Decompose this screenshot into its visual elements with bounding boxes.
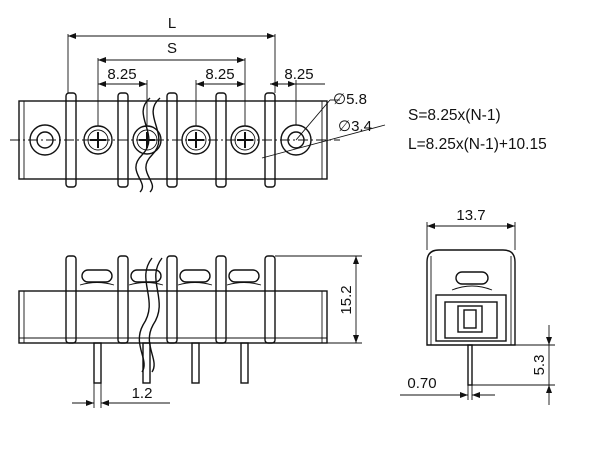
hole-small-label: ∅3.4	[338, 118, 372, 135]
dimension-S: S	[97, 40, 246, 126]
screw-icon	[228, 269, 260, 283]
pins	[93, 342, 249, 384]
dimension-S-label: S	[167, 40, 177, 57]
hole-large-label: ∅5.8	[333, 91, 367, 108]
barrier	[117, 255, 129, 344]
side-width-label: 13.7	[456, 207, 485, 224]
pin	[191, 342, 200, 384]
pitch-1-label: 8.25	[107, 66, 136, 83]
front-view-barriers	[65, 255, 276, 344]
pin	[142, 342, 151, 384]
l-formula: L=8.25x(N-1)+10.15	[408, 136, 547, 153]
barrier	[264, 255, 276, 344]
side-view-body	[426, 249, 516, 346]
screw-icon	[455, 271, 489, 285]
dimension-side-width: 13.7	[426, 207, 516, 250]
screw-icon	[81, 269, 113, 283]
side-pin	[467, 344, 473, 386]
dimension-end-pitch: 8.25	[270, 66, 325, 125]
pin-thickness-label: 0.70	[407, 375, 436, 392]
dimension-pin-width: 1.2	[72, 383, 170, 408]
formulas: S=8.25x(N-1) L=8.25x(N-1)+10.15	[408, 107, 547, 153]
side-view: 13.7 5.3 0.70	[400, 207, 555, 405]
s-formula: S=8.25x(N-1)	[408, 107, 501, 124]
break-line	[135, 97, 161, 193]
side-view-cavity	[435, 294, 507, 342]
dimension-pin-thickness: 0.70	[400, 375, 495, 400]
front-screw-heads	[79, 269, 262, 286]
barrier	[65, 255, 77, 344]
barrier	[166, 255, 178, 344]
front-view-body	[18, 290, 328, 344]
dimension-height: 15.2	[275, 255, 362, 344]
top-view: L S 8.25 8.25	[10, 15, 386, 193]
pin	[93, 342, 102, 384]
dimension-L-label: L	[168, 15, 176, 32]
dimension-pitch-1: 8.25	[98, 66, 148, 126]
height-label: 15.2	[338, 285, 355, 314]
pitch-2-label: 8.25	[205, 66, 234, 83]
barrier	[215, 255, 227, 344]
front-view: 15.2 1.2	[18, 255, 362, 408]
pin-width-label: 1.2	[132, 385, 153, 402]
dimension-pin-length: 5.3	[472, 325, 555, 405]
diameter-leaders: ∅5.8 ∅3.4	[261, 91, 386, 159]
pin	[240, 342, 249, 384]
end-pitch-label: 8.25	[284, 66, 313, 83]
dimension-pitch-2: 8.25	[195, 66, 245, 126]
screw-icon	[179, 269, 211, 283]
pin-length-label: 5.3	[531, 355, 548, 376]
